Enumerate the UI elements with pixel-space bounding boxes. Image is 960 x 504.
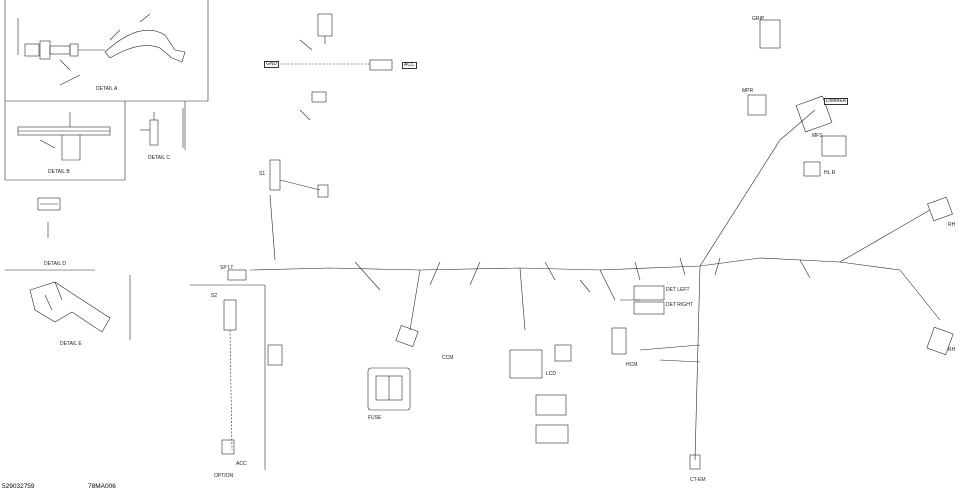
rh2-label: RH [948, 347, 956, 353]
detail-d-label: DETAIL D [44, 261, 66, 267]
detail-e-drawing [29, 281, 111, 333]
grip-label: GRIP [752, 16, 765, 22]
detail-d-frame [5, 269, 131, 340]
detail-a-frame [4, 0, 209, 102]
lcd-label: LCD [546, 371, 557, 377]
detail-c-drawing [140, 112, 159, 146]
hcm-label: HCM [626, 362, 638, 368]
mpr-label: MPR [742, 88, 754, 94]
acc2-label: ACC [236, 461, 247, 467]
top-connectors [269, 13, 393, 198]
detail-b-label: DETAIL B [48, 169, 70, 175]
right-connectors [747, 19, 954, 356]
main-harness [229, 109, 941, 461]
fuse-label: FUSE [368, 415, 382, 421]
s2-label: S2 [211, 293, 218, 299]
option-label: OPTION [214, 473, 234, 479]
ct-em-label: CT-EM [690, 477, 706, 483]
acc-label: ACC [402, 62, 417, 69]
det-right-label: DET RIGHT [666, 302, 693, 308]
detail-b-drawing [17, 112, 111, 161]
lower-connectors [221, 269, 701, 470]
detail-a-label: DETAIL A [96, 86, 118, 92]
dimmer-label: DIMMER [824, 98, 849, 105]
det-left-label: DET LEFT [666, 287, 690, 293]
drawing-code: 78MA006 [88, 483, 116, 490]
detail-a-drawing [17, 13, 186, 86]
ccm-label: CCM [442, 355, 454, 361]
detail-e-label: DETAIL E [60, 341, 82, 347]
part-number: 529032759 [2, 483, 35, 490]
rh-label: RH [948, 222, 956, 228]
gnd-label: GND [264, 61, 280, 68]
option-frame [190, 284, 266, 470]
small-part [37, 197, 61, 238]
leader-lines [354, 257, 811, 363]
detail-c-label: DETAIL C [148, 155, 170, 161]
mfs-label: MFS [812, 133, 823, 139]
s1-label: S1 [259, 171, 266, 177]
detail-bc-frame [4, 101, 186, 181]
hl-r-label: HL R [824, 170, 836, 176]
sp-lt-label: SP LT [220, 265, 234, 271]
